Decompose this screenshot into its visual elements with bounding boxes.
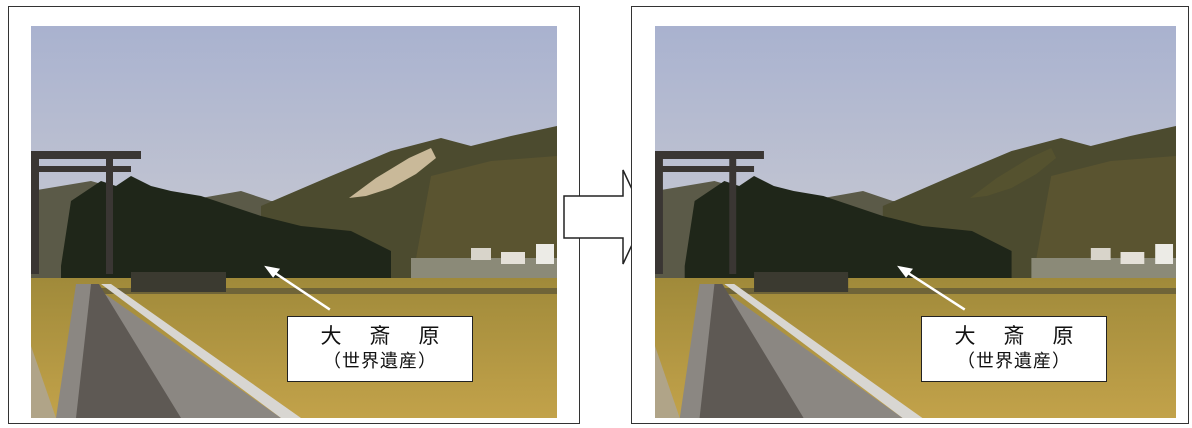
landscape-illustration [655,26,1176,418]
place-subtitle: （世界遺産） [323,351,437,372]
landscape-photo-before [31,26,557,418]
place-name: 大斎原 [954,324,1102,348]
place-subtitle: （世界遺産） [957,351,1071,372]
place-name: 大斎原 [320,324,468,348]
photo-panel-before: 大斎原 （世界遺産） [8,6,580,424]
place-label: 大斎原 （世界遺産） [921,316,1107,382]
photo-panel-after: 大斎原 （世界遺産） [631,6,1189,424]
place-label: 大斎原 （世界遺産） [287,316,473,382]
landscape-photo-after [655,26,1176,418]
hillside-clearing [349,148,436,198]
landscape-illustration [31,26,557,418]
